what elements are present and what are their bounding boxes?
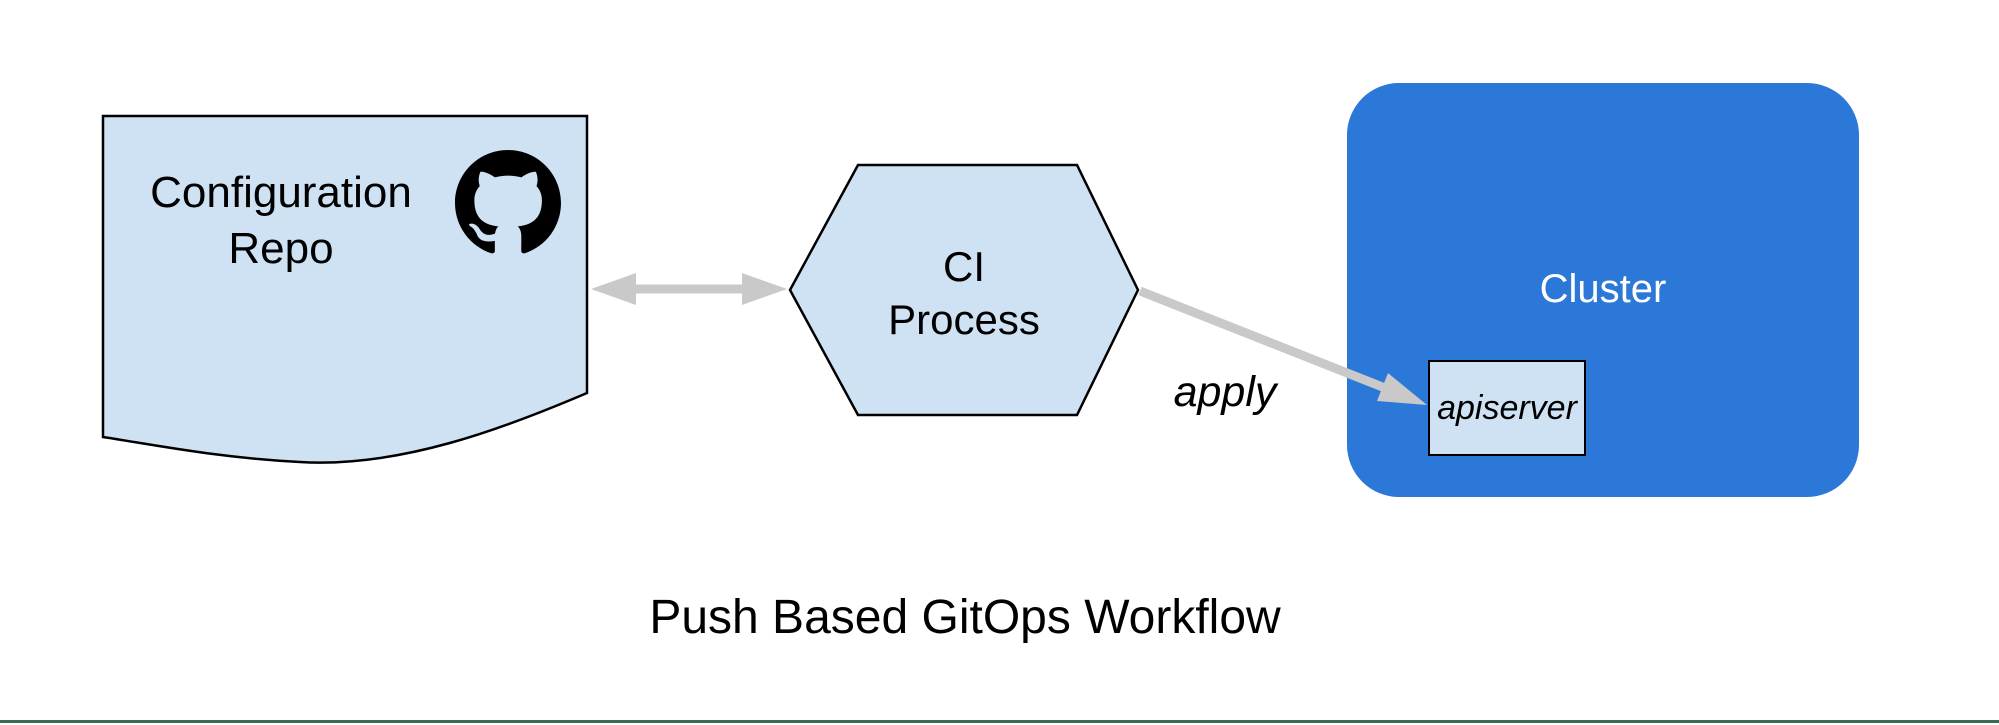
apply-edge-label: apply — [1173, 368, 1277, 416]
ci-process-label: CI Process — [888, 243, 1040, 343]
bottom-divider-line — [0, 720, 1999, 723]
repo-ci-double-arrow — [591, 273, 787, 305]
configuration-repo-label: Configuration Repo — [150, 168, 412, 273]
diagram-caption: Push Based GitOps Workflow — [649, 591, 1281, 644]
github-octocat-mark-icon — [455, 150, 561, 254]
apiserver-label: apiserver — [1437, 388, 1577, 427]
apply-arrow — [1138, 286, 1427, 405]
cluster-label: Cluster — [1539, 267, 1667, 311]
ci-process-hexagon-shape — [788, 163, 1140, 417]
apiserver-node: apiserver — [1428, 360, 1586, 456]
